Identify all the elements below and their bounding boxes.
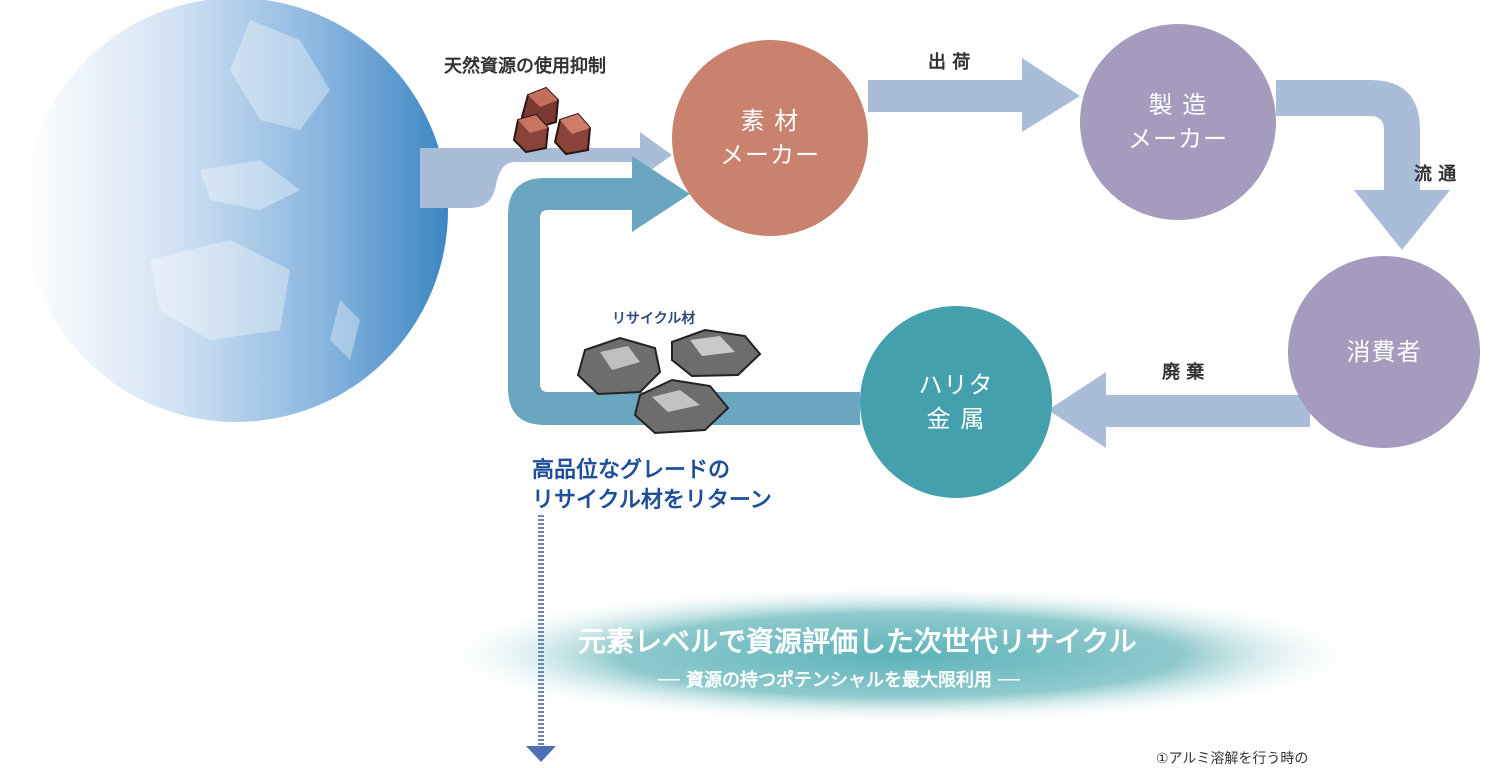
footnote: ①アルミ溶解を行う時の [1156, 751, 1309, 767]
banner-glow [430, 585, 1370, 725]
node-material-maker-line1: 素 材 [740, 107, 800, 135]
resource-cubes-icon [512, 86, 592, 156]
down-arrow-icon [526, 746, 556, 762]
recycle-small-label: リサイクル材 [612, 311, 696, 327]
recycle-rock-icon [576, 328, 762, 435]
node-manufacturer-line1: 製 造 [1148, 91, 1208, 119]
node-harita: ハリタ 金 属 [860, 306, 1052, 498]
disposal-label: 廃 棄 [1162, 362, 1205, 383]
banner-subtitle: ── 資源の持つポテンシャルを最大限利用 ── [658, 670, 1020, 691]
shipment-arrow [868, 58, 1080, 132]
node-material-maker: 素 材 メーカー [672, 40, 868, 236]
return-text-line2: リサイクル材をリターン [532, 488, 772, 513]
node-material-maker-line2: メーカー [720, 141, 820, 169]
node-harita-line1: ハリタ [918, 371, 994, 399]
banner-title: 元素レベルで資源評価した次世代リサイクル [578, 625, 1137, 658]
disposal-arrow [1048, 372, 1310, 448]
distribution-arrow [1276, 80, 1450, 250]
node-harita-line2: 金 属 [926, 405, 986, 433]
node-consumer: 消費者 [1288, 256, 1480, 448]
shipment-label: 出 荷 [928, 52, 971, 73]
resource-flow-arrow [420, 132, 672, 208]
node-manufacturer-line2: メーカー [1128, 125, 1228, 153]
node-manufacturer: 製 造 メーカー [1080, 24, 1276, 220]
distribution-label: 流 通 [1414, 164, 1457, 185]
resource-label: 天然資源の使用抑制 [444, 56, 606, 77]
globe-icon [24, 0, 448, 422]
return-text-line1: 高品位なグレードの [532, 458, 731, 483]
node-consumer-line1: 消費者 [1346, 338, 1422, 366]
